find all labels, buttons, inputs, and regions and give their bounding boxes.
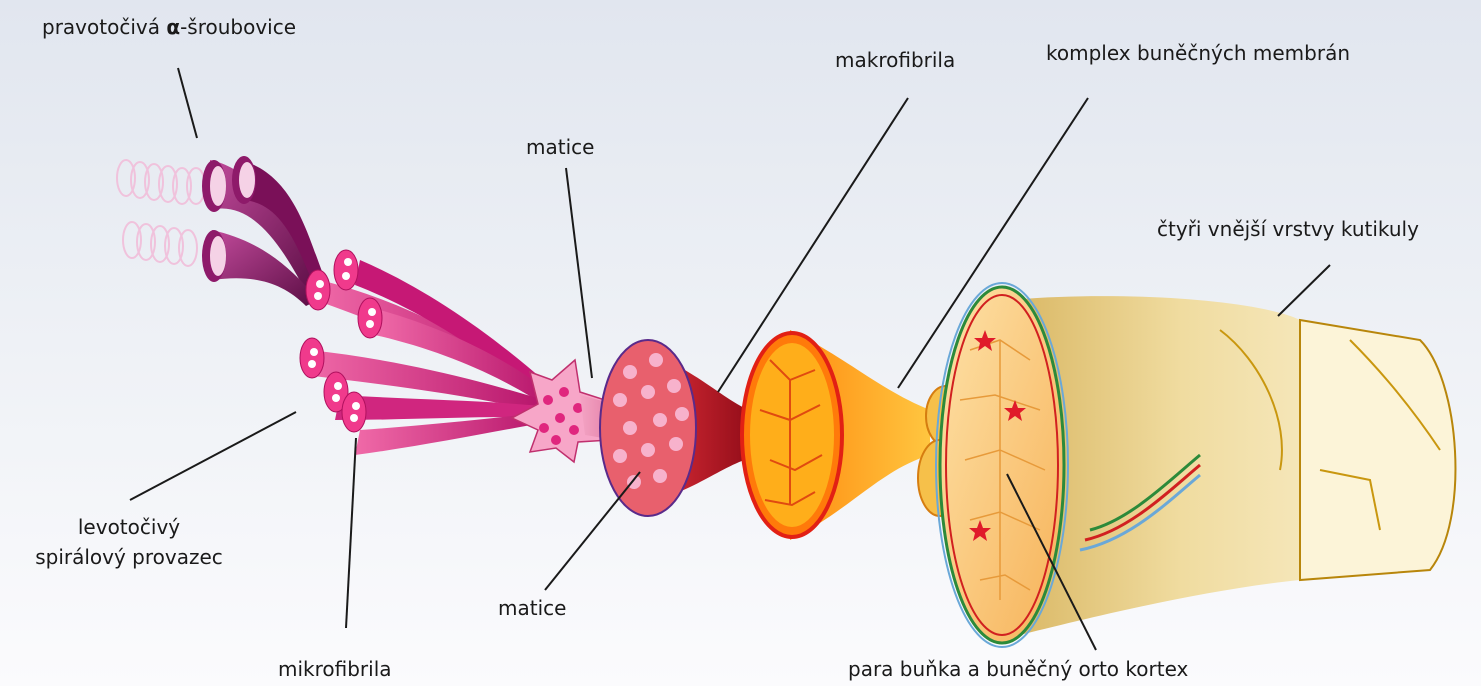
label-matrix-bottom: matice — [498, 593, 566, 623]
hair-shaft — [936, 283, 1455, 647]
label-macrofibril: makrofibrila — [835, 45, 955, 75]
label-left-coiled-strand: levotočivý spirálový provazec — [18, 512, 240, 572]
label-matrix-top: matice — [526, 132, 594, 162]
label-microfibril: mikrofibrila — [278, 654, 392, 684]
label-alpha-helix-pre: pravotočivá — [42, 15, 166, 39]
cell-cross-section — [742, 330, 930, 540]
label-cortex: para buňka a buněčný orto kortex — [848, 654, 1188, 684]
label-left-coiled-line2: spirálový provazec — [18, 542, 240, 572]
label-left-coiled-line1: levotočivý — [18, 512, 240, 542]
alpha-symbol: α — [166, 15, 180, 39]
label-cell-membrane-complex: komplex buněčných membrán — [1046, 38, 1350, 68]
alpha-helix-coil-upper — [117, 160, 205, 204]
matrix-disc — [600, 340, 760, 516]
label-cuticle-layers: čtyři vnější vrstvy kutikuly — [1157, 214, 1419, 244]
microfibril-bundle — [300, 250, 560, 455]
label-alpha-helix-post: -šroubovice — [180, 15, 296, 39]
alpha-helix-coil-lower — [123, 222, 197, 266]
label-alpha-helix: pravotočivá α-šroubovice — [42, 12, 296, 42]
